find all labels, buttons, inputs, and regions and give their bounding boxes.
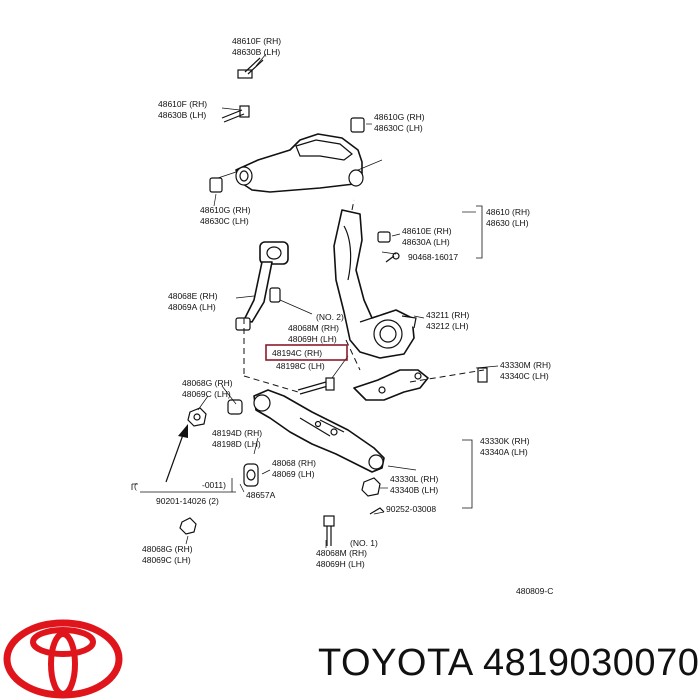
label-knuckle-rh: 43211 (RH) bbox=[426, 310, 469, 320]
lower-nut bbox=[361, 477, 381, 497]
nut-left bbox=[187, 407, 207, 427]
label-selected-rh: 48194C (RH) bbox=[272, 348, 322, 358]
label-strut-rh: 48068E (RH) bbox=[168, 291, 218, 301]
toyota-logo bbox=[3, 619, 123, 699]
label-washer: 48657A bbox=[246, 490, 276, 500]
label-drawing-code: 480809-C bbox=[516, 586, 553, 596]
label-bjl-lh: 43340B (LH) bbox=[390, 485, 438, 495]
label-no1-rh: 48068M (RH) bbox=[316, 548, 367, 558]
suspension-parts-diagram: 48610F (RH) 48630B (LH) 48610F (RH) 4863… bbox=[131, 36, 553, 596]
label-ball-lh: 48630A (LH) bbox=[402, 237, 450, 247]
label-nut2-lh: 48069C (LH) bbox=[142, 555, 191, 565]
guide-line bbox=[351, 199, 355, 211]
label-paren-open: ( bbox=[134, 481, 137, 491]
label-nut2-rh: 48068G (RH) bbox=[142, 544, 193, 554]
guide-line bbox=[345, 339, 361, 371]
label-bj-lh: 43340A (LH) bbox=[480, 447, 528, 457]
label-bush-right-lh: 48630C (LH) bbox=[374, 123, 423, 133]
part-number: 4819030070 bbox=[483, 642, 700, 684]
washer-left bbox=[227, 399, 243, 415]
lower-arm-bolt bbox=[297, 377, 335, 395]
label-no2-lh: 48069H (LH) bbox=[288, 334, 337, 344]
strut-rod bbox=[235, 241, 289, 331]
bushing-left bbox=[209, 177, 223, 193]
label-bj-rh: 43330K (RH) bbox=[480, 436, 530, 446]
label-ltr-lh: 48198D (LH) bbox=[212, 439, 261, 449]
bracket-ball bbox=[462, 439, 473, 509]
label-nut-lh: 48069C (LH) bbox=[182, 389, 231, 399]
label-strut-lh: 48069A (LH) bbox=[168, 302, 216, 312]
label-sup-rh: 43330M (RH) bbox=[500, 360, 551, 370]
label-ball-rh: 48610E (RH) bbox=[402, 226, 452, 236]
arrow-icon bbox=[165, 424, 188, 483]
label-low-rh: 48068 (RH) bbox=[272, 458, 316, 468]
steering-knuckle bbox=[333, 209, 417, 359]
label-knuckle-lh: 43212 (LH) bbox=[426, 321, 469, 331]
bracket-arm bbox=[476, 205, 483, 259]
label-bolt-top-lh: 48630B (LH) bbox=[232, 47, 280, 57]
label-bolt-mid-rh: 48610F (RH) bbox=[158, 99, 207, 109]
selected-part-highlight bbox=[265, 344, 348, 361]
label-bush-left-lh: 48630C (LH) bbox=[200, 216, 249, 226]
label-nut-rh: 48068G (RH) bbox=[182, 378, 233, 388]
label-cotter: 90468-16017 bbox=[408, 252, 458, 262]
label-selected-lh: 48198C (LH) bbox=[276, 361, 325, 371]
label-arm-lh: 48630 (LH) bbox=[486, 218, 529, 228]
label-bolt-top-rh: 48610F (RH) bbox=[232, 36, 281, 46]
guide-line bbox=[409, 369, 485, 383]
label-arm-rh: 48610 (RH) bbox=[486, 207, 530, 217]
upper-control-arm bbox=[217, 133, 383, 193]
lower-vertical-bolt bbox=[323, 515, 335, 546]
guide-line bbox=[243, 375, 299, 393]
label-bolt-mid-lh: 48630B (LH) bbox=[158, 110, 206, 120]
label-bush-left-rh: 48610G (RH) bbox=[200, 205, 251, 215]
label-screw: 90201-14026 (2) bbox=[156, 496, 219, 506]
nut-bottom-left bbox=[179, 517, 197, 535]
brand-name: TOYOTA bbox=[318, 642, 474, 684]
label-ltr-rh: 48194D (RH) bbox=[212, 428, 262, 438]
bracket-paren bbox=[131, 483, 138, 490]
label-sup-lh: 43340C (LH) bbox=[500, 371, 549, 381]
label-low-lh: 48069 (LH) bbox=[272, 469, 315, 479]
label-no2-rh: 48068M (RH) bbox=[288, 323, 339, 333]
top-bolt bbox=[237, 57, 264, 79]
middle-bolt bbox=[221, 105, 250, 123]
bushing-upper-right bbox=[350, 117, 365, 133]
lower-bushing bbox=[243, 463, 259, 487]
label-pin: 90252-03008 bbox=[386, 504, 436, 514]
label-no1-lh: 48069H (LH) bbox=[316, 559, 365, 569]
label-bjl-rh: 43330L (RH) bbox=[390, 474, 439, 484]
label-bush-right-rh: 48610G (RH) bbox=[374, 112, 425, 122]
upper-ball-joint bbox=[377, 231, 400, 263]
leader-lines bbox=[185, 53, 499, 548]
label-paren-code: -0011) bbox=[202, 480, 226, 490]
lower-control-arm bbox=[253, 389, 385, 473]
ball-joint-support bbox=[353, 367, 488, 401]
label-no1: (NO. 1) bbox=[350, 538, 378, 548]
label-no2: (NO. 2) bbox=[316, 312, 344, 322]
